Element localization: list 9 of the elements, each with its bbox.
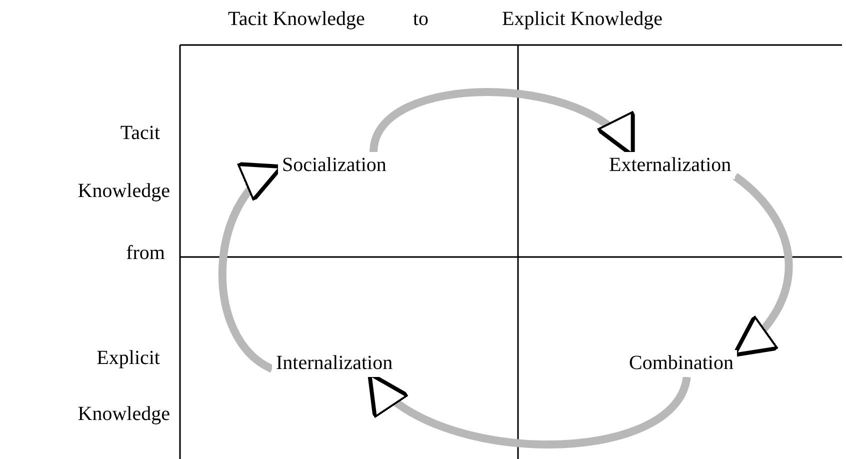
axis-label: Tacit — [120, 122, 160, 145]
axis-label: to — [413, 8, 429, 31]
axis-label: Explicit — [96, 347, 160, 370]
axis-label: Knowledge — [78, 180, 170, 203]
axis-label: from — [126, 242, 165, 265]
axis-label: Explicit Knowledge — [502, 8, 663, 31]
axis-label: Tacit Knowledge — [228, 8, 365, 31]
axis-label: Knowledge — [78, 403, 170, 426]
curved-arrow — [732, 173, 793, 358]
